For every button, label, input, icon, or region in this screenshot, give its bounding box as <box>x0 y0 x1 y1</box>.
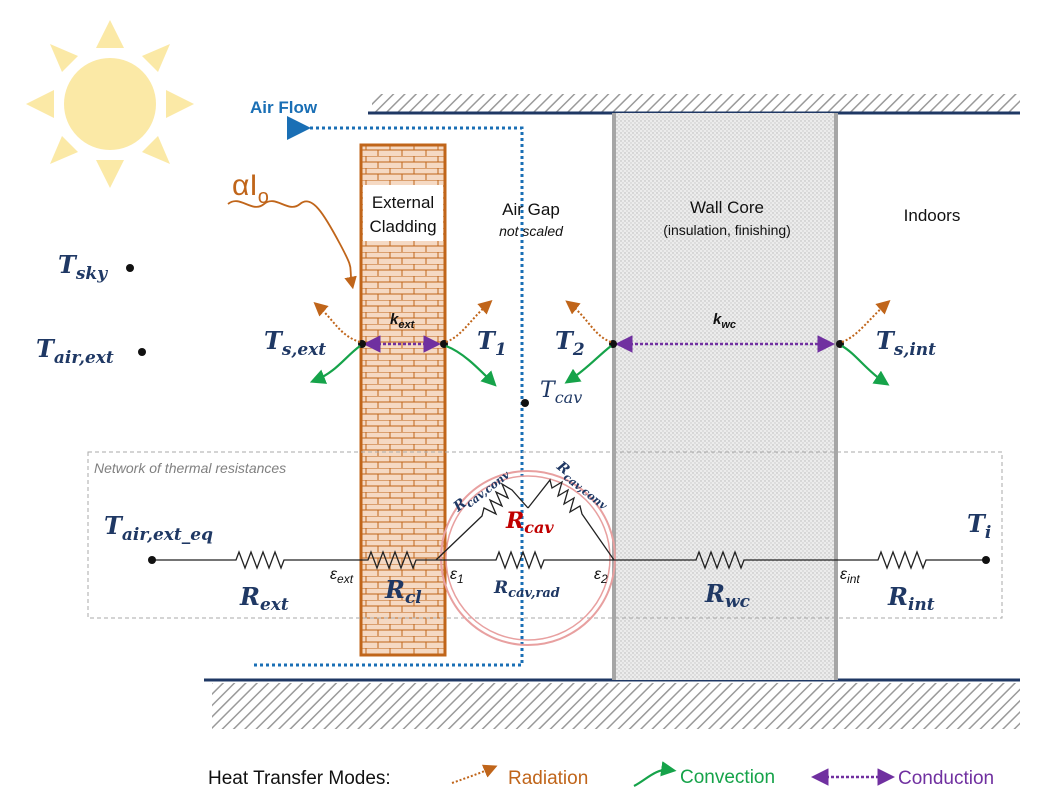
wall-core-region <box>614 113 836 680</box>
r-int-label: Rint <box>887 582 935 615</box>
air-flow-path <box>254 116 524 667</box>
t-sky-label: Tsky <box>58 250 108 284</box>
alpha-i-sub: o <box>258 186 269 208</box>
t-s-int-label: Ts,int <box>876 326 936 360</box>
indoors-label: Indoors <box>904 206 961 225</box>
t-2-label: T2 <box>555 326 585 360</box>
wall-core-sublabel: (insulation, finishing) <box>663 222 791 238</box>
legend-radiation-label: Radiation <box>508 768 588 789</box>
r-ext-label: Rext <box>239 582 289 615</box>
eps-1-label: ε1 <box>450 566 464 586</box>
r-cav-conv-left-label: Rcav,conv <box>450 463 513 518</box>
t-cav-label: Tcav <box>540 378 582 407</box>
eps-int-label: εint <box>840 566 860 586</box>
top-hatch <box>372 94 1020 112</box>
node-sky <box>126 264 134 272</box>
cladding-label-bg <box>363 185 443 241</box>
legend-title: Heat Transfer Modes: <box>208 768 391 789</box>
r-cav-conv-right-label: Rcav,conv <box>551 458 614 513</box>
solar-absorption-label: αIo <box>232 169 269 208</box>
t-air-ext-eq-label: Tair,ext_eq <box>104 511 213 545</box>
convection-arrows <box>309 344 890 387</box>
legend-conduction-label: Conduction <box>898 768 994 789</box>
eps-ext-label: εext <box>330 566 354 586</box>
legend-radiation-icon <box>451 764 498 784</box>
r-cl-label: Rcl <box>384 575 422 608</box>
network-box <box>87 451 1003 619</box>
alpha-i-main: αI <box>232 169 258 202</box>
legend-convection-icon <box>633 761 677 787</box>
node-air-ext <box>138 348 146 356</box>
r-cav-conv-left-group: Rcav,conv <box>450 463 513 518</box>
radiation-arrows <box>313 300 891 343</box>
solar-radiation-arrow <box>227 200 357 290</box>
r-cav-rad-label: Rcav,rad <box>493 578 560 601</box>
r-wc-label: Rwc <box>704 579 751 612</box>
t-air-ext-label: Tair,ext <box>36 334 114 368</box>
t-i-label: Ti <box>967 509 991 543</box>
r-cav-label: Rcav <box>505 508 554 537</box>
sun-icon <box>26 20 194 188</box>
r-cav-circle-inner <box>445 475 611 641</box>
cladding-label-line1: External <box>372 193 434 212</box>
bottom-hatch <box>212 683 1020 729</box>
node-indoor <box>982 556 990 564</box>
r-cav-conv-right-group: Rcav,conv <box>551 458 614 513</box>
node-cav <box>521 399 529 407</box>
eps-2-label: ε2 <box>594 566 608 586</box>
t-1-label: T1 <box>477 326 507 360</box>
legend-convection-label: Convection <box>680 767 775 788</box>
r-cav-circle-outer <box>440 470 616 646</box>
air-flow-label: Air Flow <box>250 98 318 117</box>
cladding-label-line2: Cladding <box>369 217 436 236</box>
t-s-ext-label: Ts,ext <box>264 326 326 360</box>
air-gap-label: Air Gap <box>502 200 560 219</box>
node-air-ext-eq <box>148 556 156 564</box>
network-title: Network of thermal resistances <box>94 460 286 476</box>
k-ext-label: kext <box>390 311 416 331</box>
k-wc-label: kwc <box>713 311 736 331</box>
legend: Heat Transfer Modes: Radiation Convectio… <box>208 761 994 789</box>
not-scaled-label: not scaled <box>499 223 564 239</box>
network-wires <box>152 478 986 570</box>
wall-core-label: Wall Core <box>690 198 764 217</box>
